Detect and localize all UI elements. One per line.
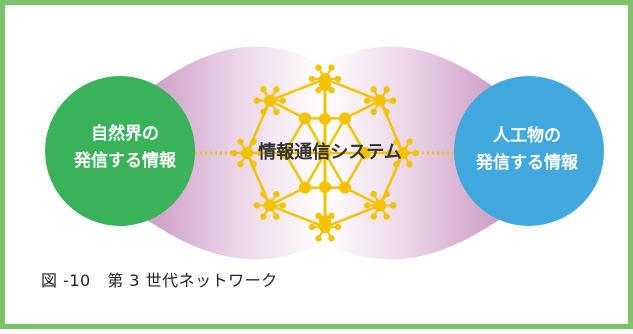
network-node — [279, 147, 291, 159]
network-subnode — [328, 64, 335, 71]
network-subnode — [383, 108, 390, 116]
network-subnode — [260, 213, 267, 220]
network-node — [374, 94, 387, 107]
network-subnode — [328, 86, 335, 94]
network-subnode — [253, 202, 261, 209]
network-subnode — [273, 108, 280, 116]
network-node — [319, 147, 331, 159]
network-node — [319, 221, 331, 234]
network-subnode — [260, 190, 267, 198]
network-subnode — [237, 138, 244, 145]
network-node — [299, 181, 311, 194]
network-subnode — [393, 138, 400, 145]
network-subnode — [250, 161, 257, 168]
network-subnode — [328, 235, 335, 242]
network-node — [299, 112, 311, 125]
network-subnode — [315, 212, 322, 220]
network-node — [319, 72, 331, 85]
network-nodes — [230, 64, 420, 242]
network-node — [263, 199, 276, 212]
network-subnode — [383, 190, 390, 198]
network-subnode — [315, 235, 322, 242]
network-subnode — [389, 97, 397, 104]
network-subnode — [260, 108, 267, 116]
network-subnode — [256, 149, 264, 157]
network-subnode — [386, 149, 394, 157]
left-circle-nature — [45, 76, 195, 226]
network-node — [339, 112, 351, 125]
network-subnode — [279, 202, 287, 209]
nature-info-line2: 発信する情報 — [74, 151, 176, 171]
network-subnode — [370, 86, 377, 93]
network-subnode — [308, 223, 316, 231]
network-subnode — [253, 97, 261, 104]
network-subnode — [363, 97, 371, 104]
network-subnode — [393, 161, 400, 168]
figure-caption: 図 -10 第 3 世代ネットワーク — [41, 271, 278, 290]
network-subnode — [237, 161, 244, 168]
network-subnode — [315, 86, 322, 94]
network-node — [319, 113, 331, 125]
network-subnode — [250, 138, 257, 145]
network-subnode — [230, 149, 238, 157]
artifact-info-label: 人工物の 発信する情報 — [452, 123, 602, 177]
network-node — [374, 199, 387, 212]
network-subnode — [308, 75, 316, 83]
network-node — [339, 181, 351, 194]
network-subnode — [273, 213, 280, 220]
network-subnode — [363, 202, 371, 209]
network-subnode — [406, 138, 413, 145]
nature-info-line1: 自然界の — [91, 124, 159, 144]
network-subnode — [273, 86, 280, 93]
network-subnode — [260, 86, 267, 93]
network-subnode — [334, 75, 342, 83]
network-subnode — [383, 213, 390, 220]
network-subnode — [406, 161, 413, 168]
network-subnode — [328, 212, 335, 220]
network-subnode — [370, 190, 377, 198]
network-subnode — [412, 149, 420, 157]
right-circle-artifact — [454, 76, 604, 226]
network-node — [359, 147, 371, 159]
artifact-info-line1: 人工物の — [493, 126, 561, 146]
network-subnode — [389, 202, 397, 209]
network-subnode — [334, 223, 342, 231]
network-diagram — [45, 46, 604, 260]
network-node — [263, 94, 276, 107]
network-subnode — [383, 86, 390, 93]
network-node — [319, 181, 331, 193]
artifact-info-line2: 発信する情報 — [476, 153, 578, 173]
network-subnode — [370, 108, 377, 116]
network-subnode — [370, 213, 377, 220]
network-subnode — [315, 64, 322, 71]
system-label: 情報通信システム — [258, 142, 402, 163]
network-subnode — [273, 190, 280, 198]
network-subnode — [279, 97, 287, 104]
nature-info-label: 自然界の 発信する情報 — [50, 121, 200, 175]
